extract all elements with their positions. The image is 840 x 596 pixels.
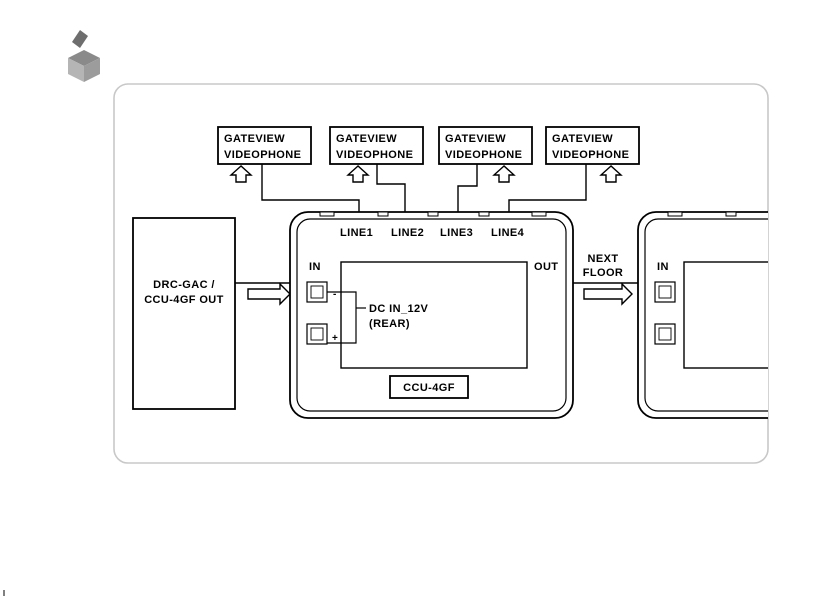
next-unit: IN — [638, 212, 840, 418]
videophone-4: GATEVIEW VIDEOPHONE — [546, 127, 639, 164]
source-label-top: DRC-GAC / — [153, 279, 215, 291]
unit-out-label: OUT — [534, 261, 558, 273]
videophone-label-top: GATEVIEW — [445, 133, 506, 145]
ccu-unit: - + DC IN_12V (REAR) IN OUT LINE1 LINE2 … — [290, 212, 573, 418]
videophone-label-bottom: VIDEOPHONE — [224, 149, 301, 161]
minus-sign: - — [333, 289, 336, 300]
unit-name-label: CCU-4GF — [403, 382, 455, 394]
box-icon — [68, 30, 100, 82]
videophone-label-bottom: VIDEOPHONE — [552, 149, 629, 161]
videophone-label-top: GATEVIEW — [552, 133, 613, 145]
videophone-label-top: GATEVIEW — [224, 133, 285, 145]
videophone-label-bottom: VIDEOPHONE — [445, 149, 522, 161]
videophone-label-bottom: VIDEOPHONE — [336, 149, 413, 161]
dc-in-label: DC IN_12V — [369, 303, 428, 315]
videophone-2: GATEVIEW VIDEOPHONE — [330, 127, 423, 164]
videophone-1: GATEVIEW VIDEOPHONE — [218, 127, 311, 164]
videophone-label-top: GATEVIEW — [336, 133, 397, 145]
next-label: NEXT — [588, 253, 619, 265]
floor-label: FLOOR — [583, 267, 624, 279]
line1-label: LINE1 — [340, 227, 373, 239]
unit-screen — [341, 262, 527, 368]
plus-sign: + — [332, 333, 338, 344]
dc-rear-label: (REAR) — [369, 318, 410, 330]
line3-label: LINE3 — [440, 227, 473, 239]
videophone-3: GATEVIEW VIDEOPHONE — [439, 127, 532, 164]
source-label-bottom: CCU-4GF OUT — [144, 294, 224, 306]
source-box: DRC-GAC / CCU-4GF OUT — [133, 218, 235, 409]
line4-label: LINE4 — [491, 227, 525, 239]
line2-label: LINE2 — [391, 227, 424, 239]
unit-in-label: IN — [309, 261, 321, 273]
next-unit-in-label: IN — [657, 261, 669, 273]
